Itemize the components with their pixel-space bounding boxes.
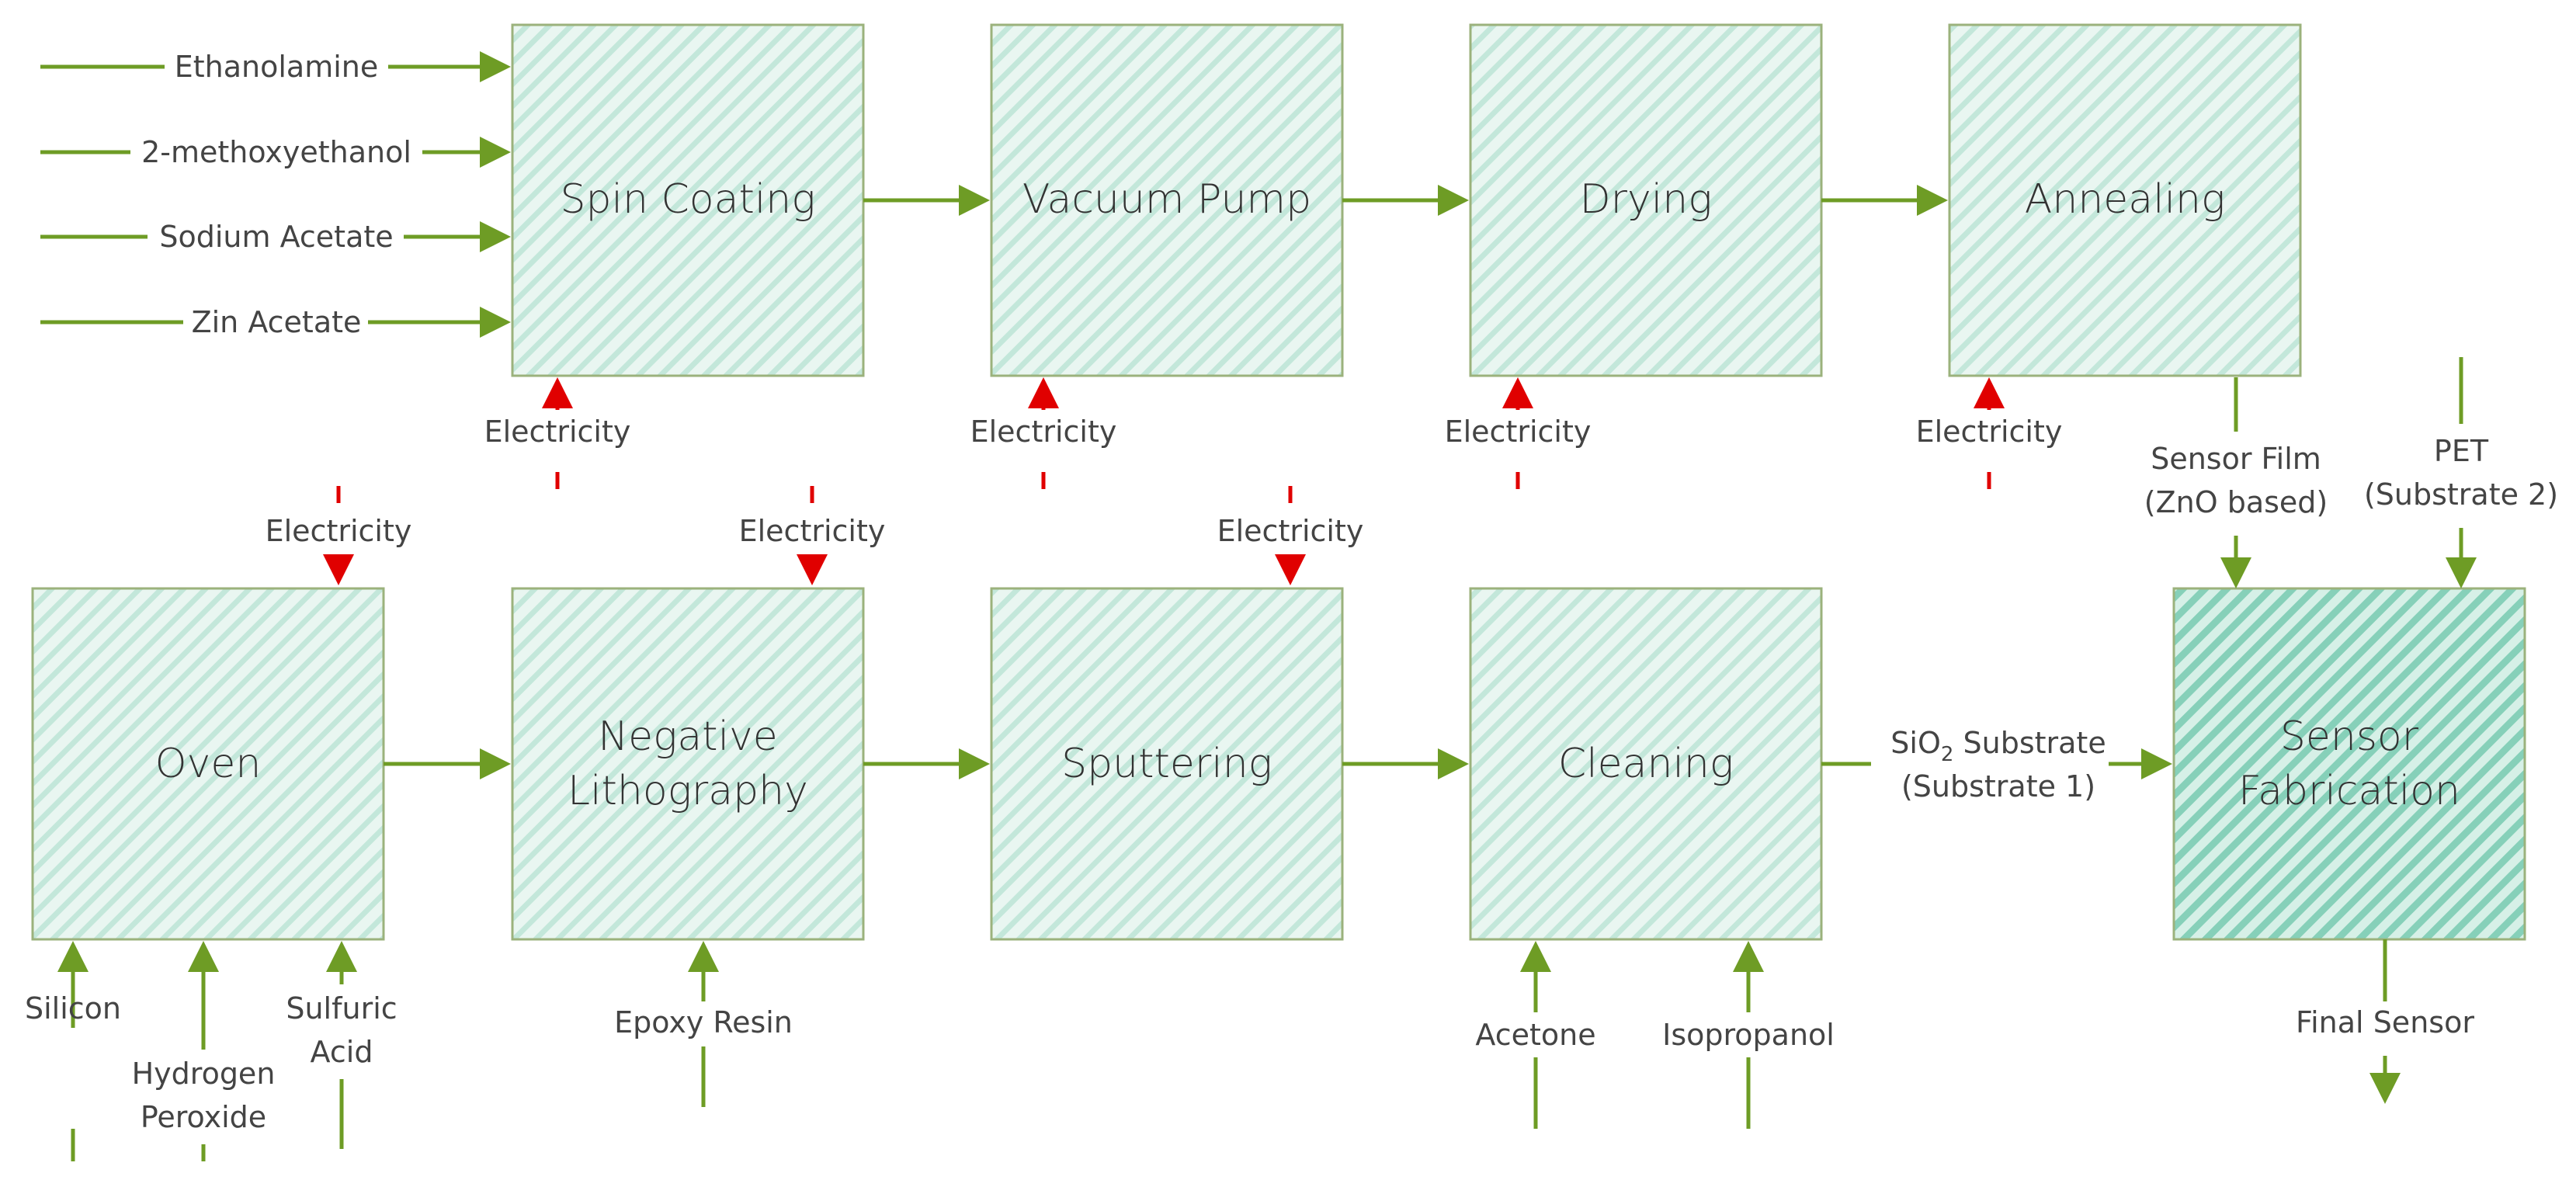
box-spin-coating (511, 23, 865, 377)
box-annealing (1948, 23, 2302, 377)
label-sensor-film-line2: (ZnO based) (2144, 485, 2328, 519)
label-oven: Oven (155, 741, 262, 787)
process-boxes (31, 23, 2526, 941)
input-labels: Ethanolamine 2-methoxyethanol Sodium Ace… (25, 47, 2558, 1144)
label-hydrogen-peroxide-line1: Hydrogen (132, 1057, 276, 1091)
label-sensor-fabrication-line1: Sensor (2280, 713, 2419, 760)
label-sulfuric-acid-line2: Acid (311, 1035, 373, 1069)
label-isopropanol: Isopropanol (1662, 1018, 1835, 1052)
box-vacuum-pump (990, 23, 1344, 377)
label-silicon: Silicon (25, 991, 121, 1026)
process-labels: Spin Coating Vacuum Pump Drying Annealin… (155, 176, 2460, 814)
label-electricity-lithography: Electricity (739, 514, 886, 548)
label-zin-acetate: Zin Acetate (192, 305, 362, 339)
label-electricity-annealing: Electricity (1916, 415, 2063, 449)
label-annealing: Annealing (2025, 176, 2225, 223)
label-vacuum-pump: Vacuum Pump (1022, 176, 1311, 223)
label-electricity-oven: Electricity (266, 514, 412, 548)
label-2-methoxyethanol: 2-methoxyethanol (141, 135, 411, 169)
label-spin-coating: Spin Coating (561, 176, 816, 223)
box-negative-lithography (511, 587, 865, 941)
box-drying (1469, 23, 1823, 377)
label-sulfuric-acid-line1: Sulfuric (286, 991, 397, 1026)
box-sputtering (990, 587, 1344, 941)
label-negative-lithography-line2: Lithography (568, 768, 808, 814)
label-hydrogen-peroxide-line2: Peroxide (141, 1100, 266, 1134)
label-electricity-spin-coating: Electricity (484, 415, 631, 449)
box-oven (31, 587, 385, 941)
label-sodium-acetate: Sodium Acetate (159, 220, 393, 254)
label-electricity-sputtering: Electricity (1217, 514, 1364, 548)
box-cleaning (1469, 587, 1823, 941)
label-epoxy-resin: Epoxy Resin (614, 1005, 793, 1039)
label-sensor-film-line1: Sensor Film (2151, 442, 2321, 476)
label-ethanolamine: Ethanolamine (175, 50, 379, 84)
label-pet-line2: (Substrate 2) (2364, 477, 2558, 512)
label-acetone: Acetone (1475, 1018, 1595, 1052)
label-electricity-vacuum-pump: Electricity (970, 415, 1117, 449)
label-sputtering: Sputtering (1061, 741, 1272, 787)
electricity-labels: Electricity Electricity Electricity Elec… (262, 410, 2065, 553)
label-sio2-substrate-line2: (Substrate 1) (1901, 769, 2095, 803)
label-sio2-substrate-line1: SiO2 Substrate (1890, 726, 2106, 766)
label-sensor-fabrication-line2: Fabrication (2238, 768, 2460, 814)
label-cleaning: Cleaning (1558, 741, 1734, 787)
box-sensor-fabrication (2172, 587, 2526, 941)
label-negative-lithography-line1: Negative (598, 713, 778, 760)
label-pet-line1: PET (2434, 434, 2489, 468)
label-electricity-drying: Electricity (1445, 415, 1592, 449)
label-drying: Drying (1580, 176, 1713, 223)
label-final-sensor: Final Sensor (2296, 1005, 2474, 1039)
intermediate-labels: Sensor Film (ZnO based) SiO2 Substrate (… (1890, 442, 2474, 1039)
